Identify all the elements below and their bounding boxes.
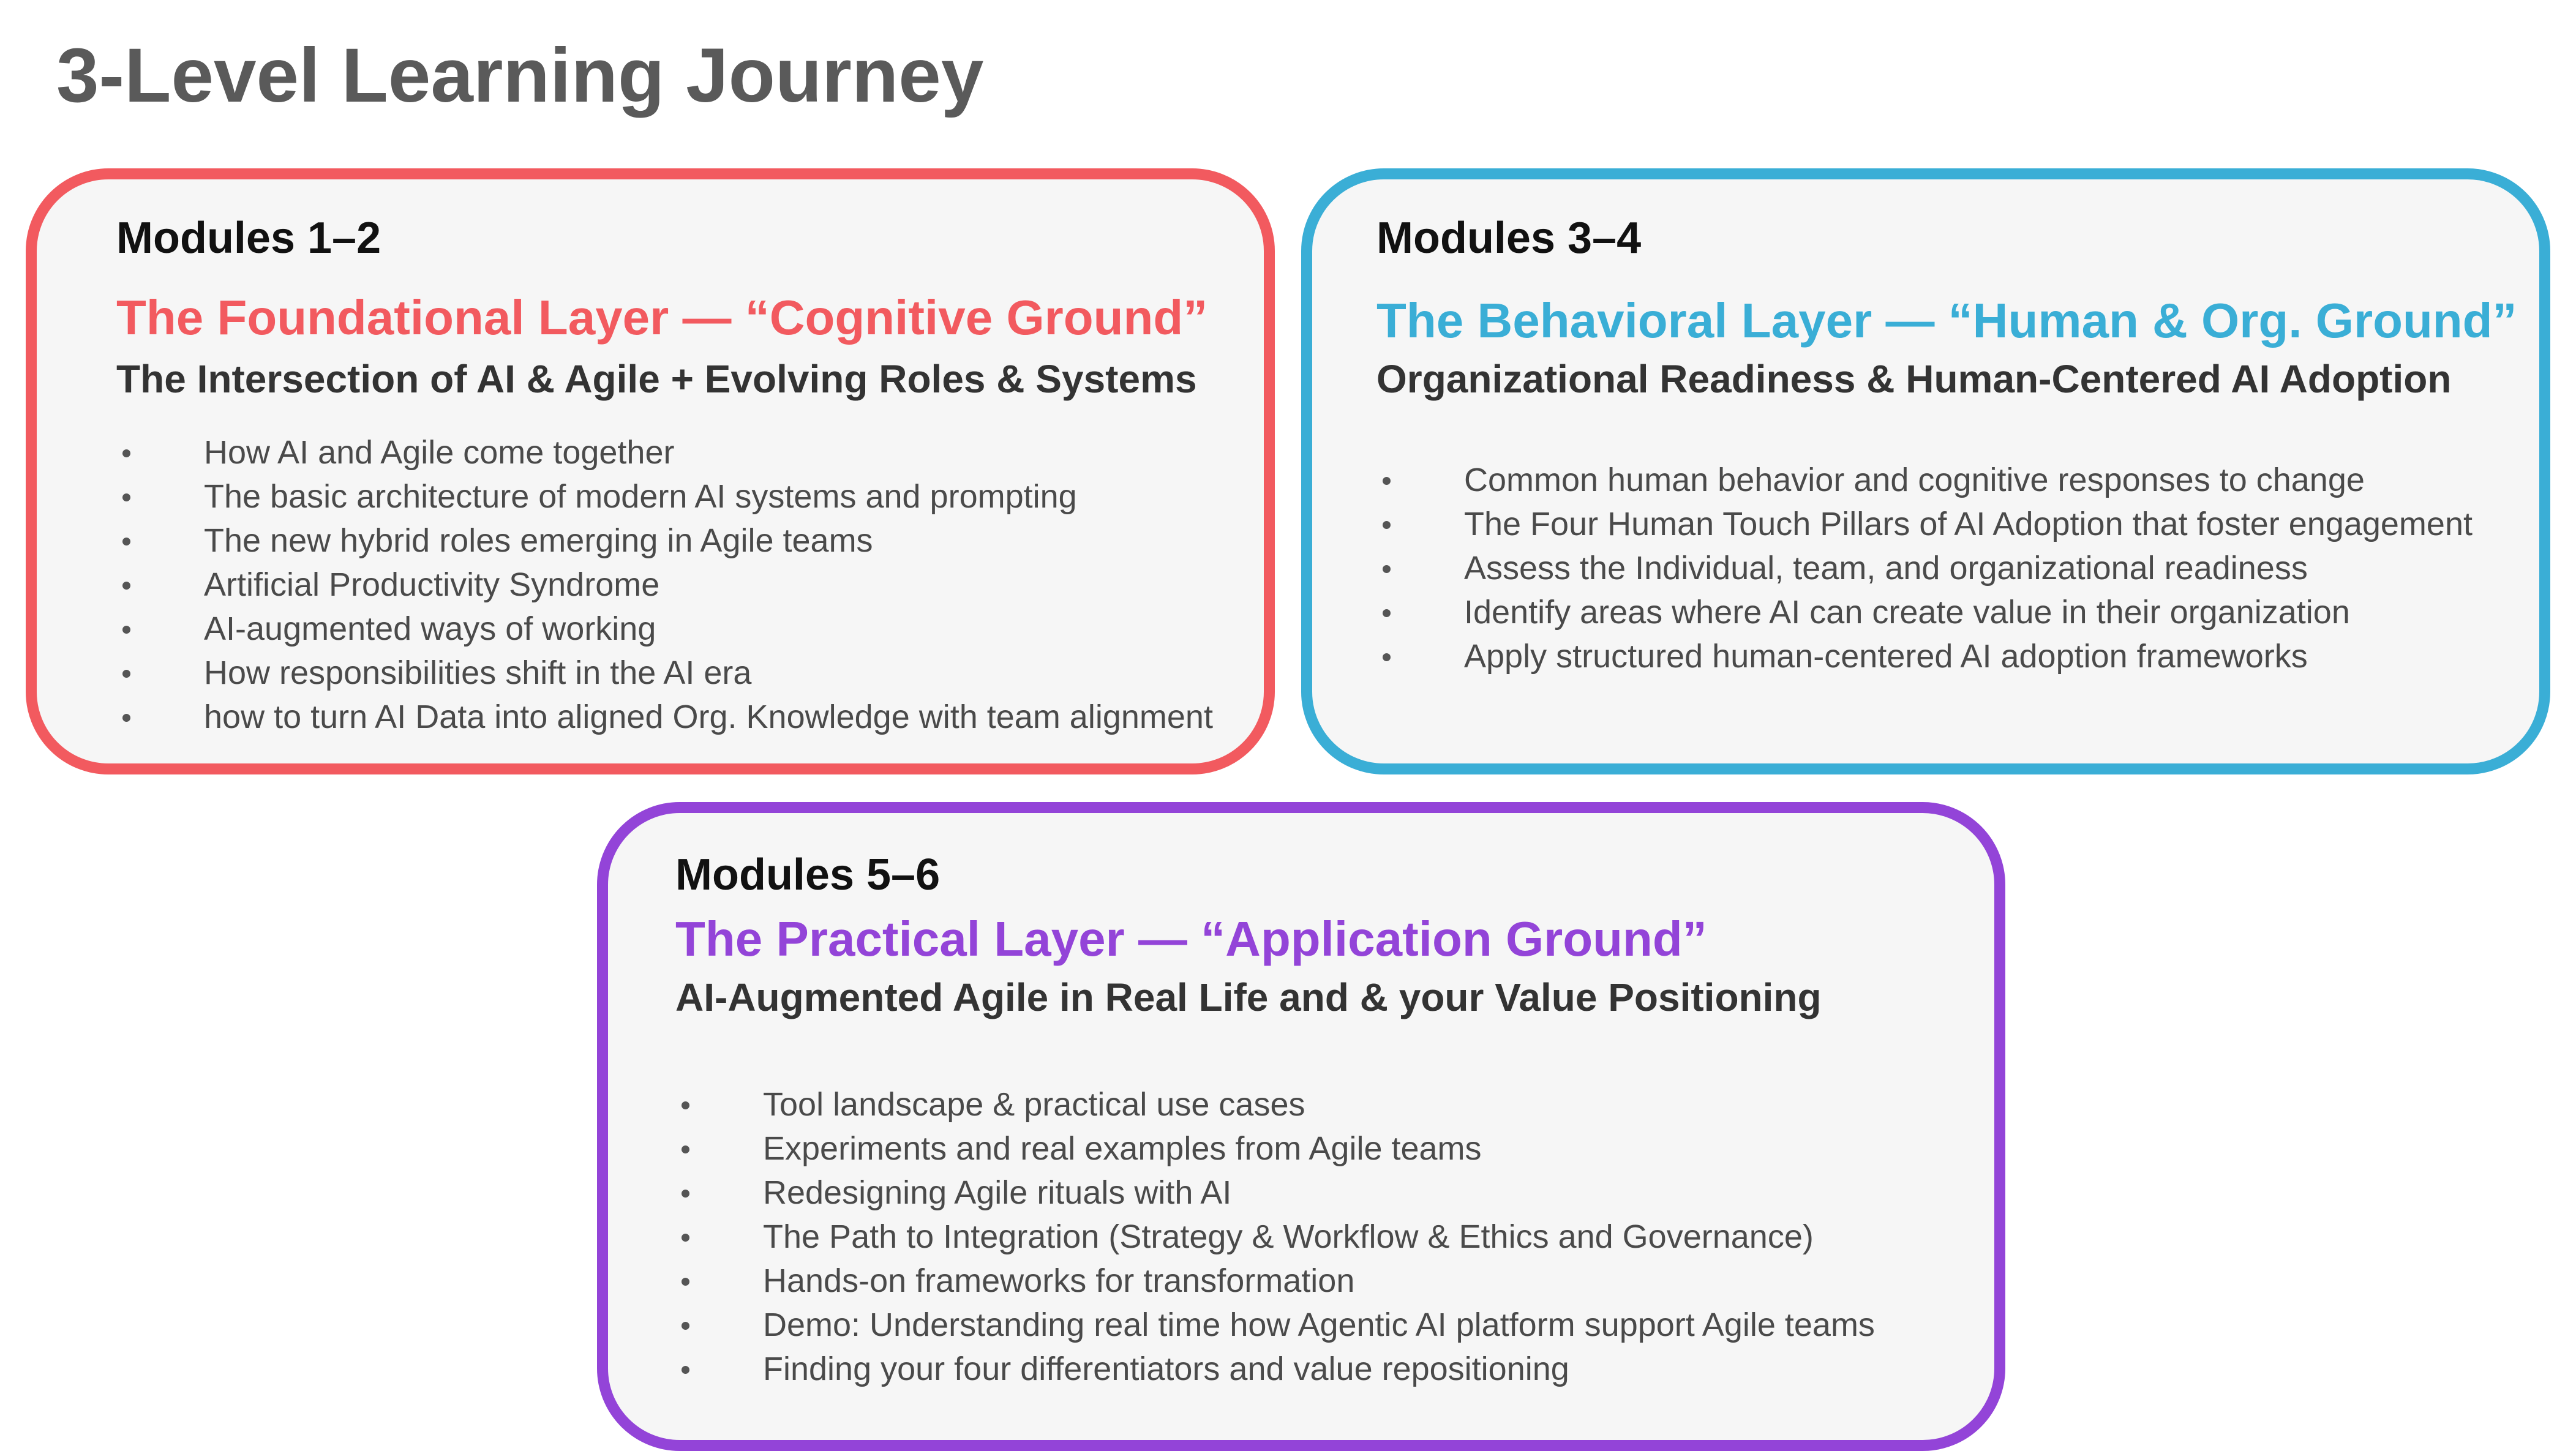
- list-item-text: Apply structured human-centered AI adopt…: [1464, 638, 2308, 675]
- layer-title: The Foundational Layer — “Cognitive Grou…: [116, 290, 1208, 345]
- bullet-icon: [122, 493, 130, 501]
- bullet-icon: [1383, 565, 1391, 573]
- list-item-text: The new hybrid roles emerging in Agile t…: [204, 522, 873, 559]
- list-item-text: how to turn AI Data into aligned Org. Kn…: [204, 699, 1213, 735]
- modules-label: Modules 3–4: [1376, 214, 1642, 263]
- list-item-text: The Four Human Touch Pillars of AI Adopt…: [1464, 506, 2473, 542]
- list-item-text: Demo: Understanding real time how Agenti…: [763, 1307, 1875, 1343]
- foundational-layer-card: Modules 1–2 The Foundational Layer — “Co…: [26, 168, 1275, 774]
- list-item-text: The basic architecture of modern AI syst…: [204, 478, 1077, 515]
- card-content: Modules 5–6 The Practical Layer — “Appli…: [608, 813, 1994, 1440]
- list-item-text: Experiments and real examples from Agile…: [763, 1130, 1482, 1167]
- bullet-icon: [1383, 653, 1391, 661]
- list-item-text: Tool landscape & practical use cases: [763, 1086, 1305, 1123]
- bullet-icon: [1383, 477, 1391, 485]
- list-item-text: The Path to Integration (Strategy & Work…: [763, 1218, 1814, 1255]
- page-title: 3-Level Learning Journey: [56, 33, 984, 118]
- bullet-icon: [682, 1322, 689, 1330]
- list-item-text: Common human behavior and cognitive resp…: [1464, 462, 2365, 498]
- list-item-text: Redesigning Agile rituals with AI: [763, 1174, 1232, 1211]
- bullet-icon: [1383, 521, 1391, 529]
- bullet-icon: [122, 714, 130, 722]
- card-content: Modules 1–2 The Foundational Layer — “Co…: [37, 179, 1264, 763]
- list-item-text: Finding your four differentiators and va…: [763, 1351, 1569, 1387]
- bullet-icon: [682, 1101, 689, 1109]
- bullet-icon: [682, 1278, 689, 1286]
- bullet-icon: [122, 449, 130, 457]
- practical-layer-card: Modules 5–6 The Practical Layer — “Appli…: [597, 802, 2005, 1451]
- list-item-text: Hands-on frameworks for transformation: [763, 1262, 1355, 1299]
- bullet-icon: [682, 1366, 689, 1374]
- layer-title: The Behavioral Layer — “Human & Org. Gro…: [1376, 293, 2517, 348]
- list-item-text: How responsibilities shift in the AI era: [204, 654, 752, 691]
- list-item-text: Identify areas where AI can create value…: [1464, 594, 2350, 631]
- list-item-text: Assess the Individual, team, and organiz…: [1464, 550, 2308, 587]
- layer-subtitle: Organizational Readiness & Human-Centere…: [1376, 357, 2452, 401]
- bullet-icon: [682, 1145, 689, 1153]
- bullet-icon: [122, 582, 130, 590]
- bullet-icon: [1383, 609, 1391, 617]
- card-content: Modules 3–4 The Behavioral Layer — “Huma…: [1312, 179, 2539, 763]
- layer-subtitle: The Intersection of AI & Agile + Evolvin…: [116, 357, 1197, 401]
- list-item-text: AI-augmented ways of working: [204, 610, 656, 647]
- bullet-icon: [122, 626, 130, 634]
- list-item-text: How AI and Agile come together: [204, 434, 675, 471]
- bullet-icon: [682, 1234, 689, 1242]
- bullet-icon: [122, 538, 130, 546]
- bullet-icon: [122, 670, 130, 678]
- behavioral-layer-card: Modules 3–4 The Behavioral Layer — “Huma…: [1301, 168, 2550, 774]
- bullet-icon: [682, 1190, 689, 1198]
- modules-label: Modules 5–6: [675, 850, 941, 899]
- list-item-text: Artificial Productivity Syndrome: [204, 566, 660, 603]
- modules-label: Modules 1–2: [116, 214, 381, 263]
- layer-title: The Practical Layer — “Application Groun…: [675, 912, 1707, 966]
- layer-subtitle: AI-Augmented Agile in Real Life and & yo…: [675, 975, 1822, 1019]
